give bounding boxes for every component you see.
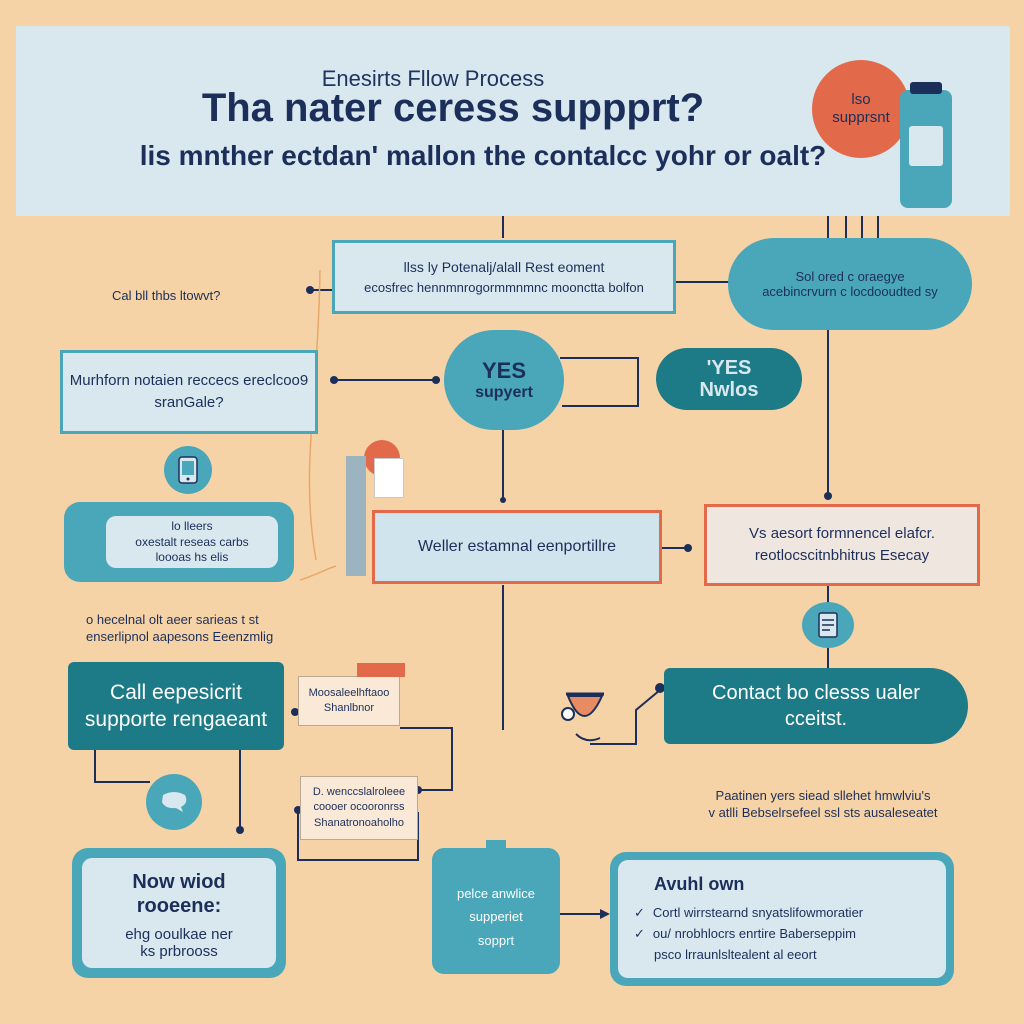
top-right-pill-line1: Sol ored c oraegye	[795, 269, 905, 284]
mobile-phone-icon	[164, 446, 212, 494]
checkmark-icon: ✓	[634, 905, 645, 920]
left-card-line2: oxestalt reseas carbs	[135, 534, 249, 549]
left-box: Murhforn notaien reccecs ereclcoo9 sranG…	[60, 350, 318, 434]
document-icon	[336, 440, 406, 590]
yes-pill: 'YES Nwlos	[656, 348, 802, 410]
contact-pill-line1: Contact bo clesss ualer	[712, 682, 920, 704]
left-card-line1: lo lleers	[171, 519, 213, 533]
badge-line2: supprsnt	[832, 109, 890, 126]
left-box-line1: Murhforn notaien reccecs ereclcoo9	[69, 371, 309, 389]
call-support-box[interactable]: Call eepesicrit supporte rengaeant	[68, 662, 284, 750]
contact-pill-line2: cceitst.	[784, 708, 848, 730]
subtitle: Enesirts Fllow Process	[321, 66, 545, 91]
right-red-box-line2: reotlocscitnbhitrus Esecay	[754, 547, 930, 564]
middle-text: o hecelnal olt aeer sarieas t st enserli…	[86, 612, 273, 646]
checklist-item: psco lrraunlsltealent al eeort	[654, 945, 946, 966]
right-text-line1: Paatinen yers siead sllehet hmwlviu's	[715, 788, 931, 803]
headset-icon	[556, 686, 626, 746]
badge-line1: lso	[851, 91, 871, 108]
bottom-left-card: Now wiod rooeene: ehg ooulkae ner ks prb…	[72, 848, 286, 978]
checklist-item-text: psco lrraunlsltealent al eeort	[654, 946, 817, 962]
small-note2-line1: D. wenccslalroleee	[312, 785, 406, 798]
chat-bubble-icon	[146, 774, 202, 830]
bottom-center-line3: sopprt	[477, 932, 515, 948]
top-box-line2: ecosfrec hennmnrogormmnmnc moonctta bolf…	[364, 279, 644, 295]
top-right-pill: Sol ored c oraegye acebincrvurn c locdoo…	[728, 238, 972, 330]
middle-text-line2: enserlipnol aapesons Eeenzmlig	[86, 628, 274, 644]
bottom-left-line1: ehg ooulkae ner	[125, 926, 233, 943]
right-text-line2: v atlli Bebselrsefeel ssl sts ausaleseat…	[708, 804, 938, 820]
contact-support-pill[interactable]: Contact bo clesss ualer cceitst.	[664, 668, 968, 744]
checklist: ✓ Cortl wirrstearnd snyatslifowmoratier ✓…	[634, 903, 946, 966]
bottom-left-title1: Now wiod	[132, 871, 226, 893]
bottom-left-line2: ks prbrooss	[140, 943, 218, 960]
bottom-center-line2: supperiet	[469, 909, 523, 925]
checkmark-icon: ✓	[634, 925, 645, 941]
support-badge: lso supprsnt	[812, 60, 910, 158]
top-box: llss ly Potenalj/alall Rest eoment ecosf…	[332, 240, 676, 314]
checklist-item: ✓ ou/ nrobhlocrs enrtire Baberseppim	[634, 924, 946, 945]
small-note2-line3: Shanatronoaholho	[314, 816, 404, 829]
bottom-center-card: pelce anwlice supperiet sopprt	[432, 840, 560, 974]
yes-pill-line1: 'YES	[706, 357, 752, 379]
left-card: lo lleers oxestalt reseas carbs loooas h…	[64, 502, 294, 582]
left-card-line3: loooas hs elis	[155, 550, 229, 565]
yes-circle-line1: YES	[481, 358, 527, 383]
yes-circle-line2: supyert	[475, 384, 533, 401]
yes-circle: YES supyert	[444, 330, 564, 430]
left-box-line2: sranGale?	[154, 394, 224, 411]
right-red-box-line1: Vs aesort formnencel elafcr.	[749, 524, 935, 542]
bottom-right-card: Avuhl own ✓ Cortl wirrstearnd snyatslifow…	[610, 852, 954, 986]
top-box-line1: llss ly Potenalj/alall Rest eoment	[403, 258, 605, 275]
bottom-center-line1: pelce anwlice	[456, 886, 536, 901]
small-note-2: D. wenccslalroleee coooer ocooronrss Sha…	[300, 776, 418, 840]
small-note1-line2: Shanlbnor	[323, 702, 375, 714]
left-label: Cal bll thbs ltowvt?	[112, 288, 221, 303]
small-note-1: Moosaleelhftaoo Shanlbnor	[298, 663, 405, 726]
center-box-text: Weller estamnal eenportillre	[417, 538, 616, 555]
bottom-left-title2: rooeene:	[136, 895, 222, 917]
right-red-box: Vs aesort formnencel elafcr. reotlocscit…	[704, 504, 980, 586]
small-note2-line2: coooer ocooronrss	[313, 801, 405, 814]
center-box: Weller estamnal eenportillre	[372, 510, 662, 584]
checklist-item-text: Cortl wirrstearnd snyatslifowmoratier	[652, 905, 864, 920]
top-right-pill-line2: acebincrvurn c locdooudted sy	[762, 284, 938, 299]
yes-pill-line2: Nwlos	[699, 379, 759, 401]
checklist-item: ✓ Cortl wirrstearnd snyatslifowmoratier	[634, 903, 946, 924]
page-title: Tha nater ceress suppprt?	[201, 86, 705, 130]
checklist-item-text: ou/ nrobhlocrs enrtire Baberseppim	[652, 925, 856, 941]
call-pill-line1: Call eepesicrit	[110, 680, 242, 704]
phone-device-icon	[900, 82, 952, 208]
clipboard-icon	[802, 602, 854, 648]
call-pill-line2: supporte rengaeant	[84, 708, 268, 731]
right-text: Paatinen yers siead sllehet hmwlviu's v …	[704, 788, 942, 822]
small-note1-line1: Moosaleelhftaoo	[308, 686, 390, 699]
middle-text-line1: o hecelnal olt aeer sarieas t st	[86, 612, 259, 627]
header-question: lis mnther ectdan' mallon the contalcc y…	[139, 140, 827, 171]
bottom-right-title: Avuhl own	[654, 874, 745, 894]
